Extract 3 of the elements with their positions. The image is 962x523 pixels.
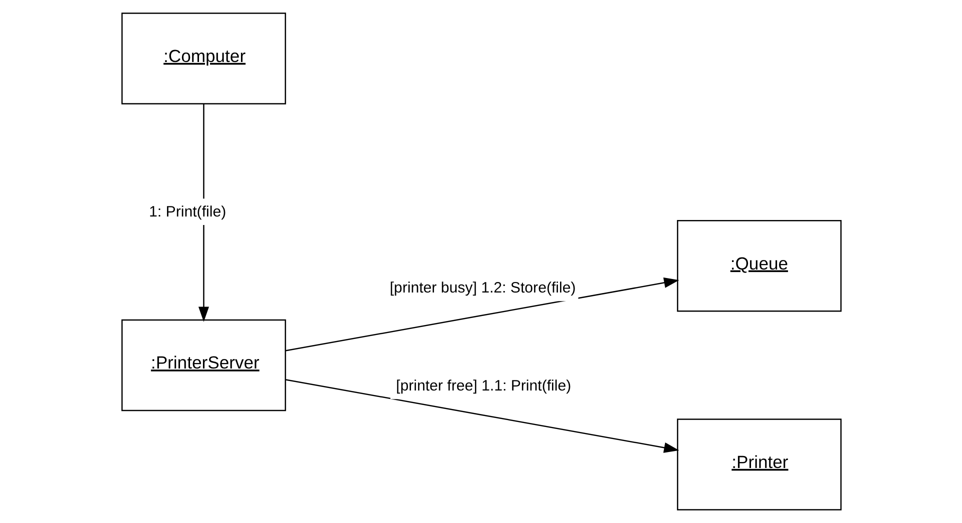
- edge-label: [printer free] 1.1: Print(file): [396, 377, 571, 394]
- edge-label: [printer busy] 1.2: Store(file): [389, 279, 576, 296]
- edge-label: 1: Print(file): [148, 203, 226, 220]
